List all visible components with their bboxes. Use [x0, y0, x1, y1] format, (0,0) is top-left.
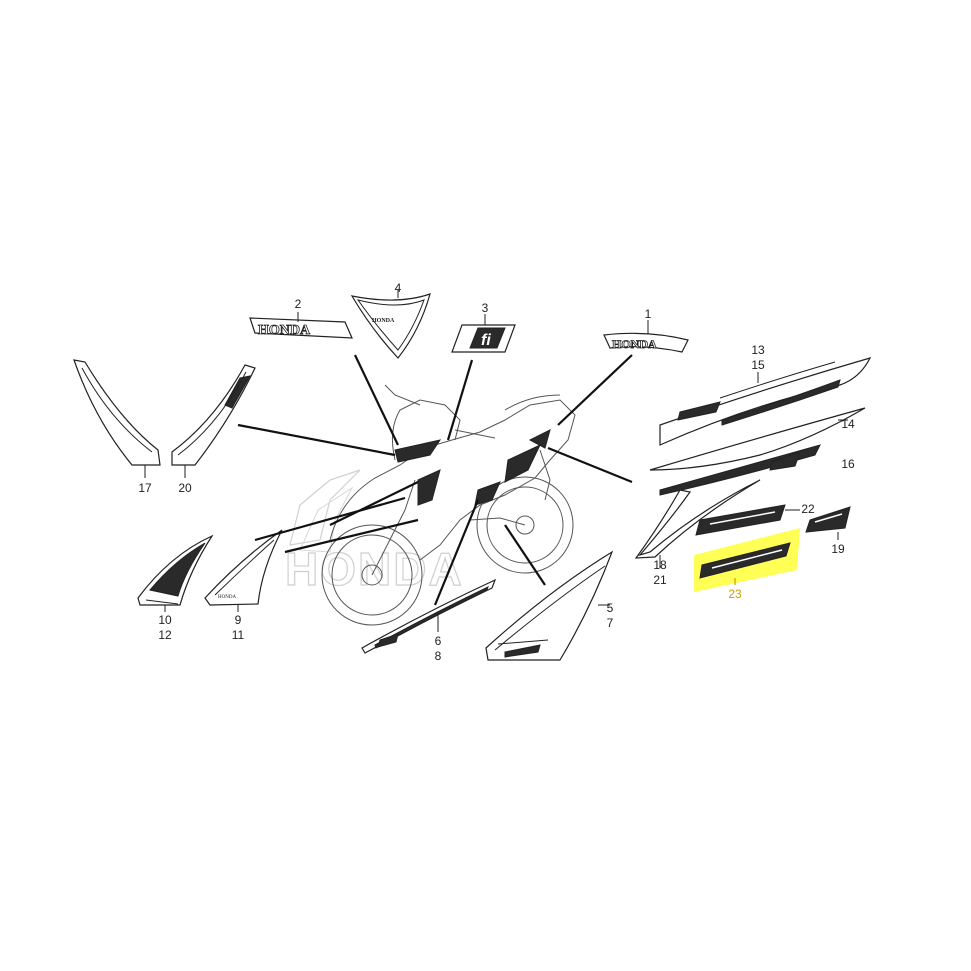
- callout-7[interactable]: 7: [607, 616, 614, 630]
- callout-9[interactable]: 9: [235, 613, 242, 627]
- callout-14[interactable]: 14: [841, 417, 855, 431]
- watermark-text: HONDA: [285, 543, 464, 595]
- side-text-9: HONDA: [218, 595, 236, 600]
- honda-wing-watermark: HONDA: [284, 469, 464, 596]
- callout-11[interactable]: 11: [232, 628, 245, 642]
- callout-10[interactable]: 10: [158, 613, 172, 627]
- callout-20[interactable]: 20: [178, 481, 192, 495]
- part-4-front-shield: HONDA: [350, 293, 431, 359]
- callout-15[interactable]: 15: [751, 358, 765, 372]
- callout-18[interactable]: 18: [653, 558, 667, 572]
- part-3-fi-badge: fi: [451, 324, 516, 353]
- part-1-honda-emblem: HONDA: [603, 332, 689, 353]
- callout-23[interactable]: 23: [728, 587, 742, 601]
- honda-logo-1: HONDA: [612, 337, 657, 351]
- part-23-highlighted[interactable]: [694, 528, 800, 592]
- part-19-decal: [805, 506, 851, 533]
- honda-logo-4: HONDA: [372, 318, 395, 324]
- callout-16[interactable]: 16: [841, 457, 855, 471]
- part-10-panel: [137, 534, 214, 606]
- callout-5[interactable]: 5: [607, 601, 614, 615]
- part-5-panel: [485, 550, 614, 661]
- callout-6[interactable]: 6: [435, 634, 442, 648]
- callout-21[interactable]: 21: [653, 573, 667, 587]
- motorcycle-outline: [321, 384, 576, 626]
- part-22-decal: [695, 504, 786, 536]
- part-18-panel: [634, 479, 761, 559]
- callout-2[interactable]: 2: [295, 297, 302, 311]
- fi-badge-text: fi: [481, 332, 491, 349]
- part-13-stripe: [659, 357, 872, 446]
- honda-logo-2: HONDA: [258, 323, 311, 338]
- leader-lines: [144, 290, 848, 632]
- callout-22[interactable]: 22: [801, 502, 815, 516]
- part-20-panel: [171, 364, 256, 466]
- callout-1[interactable]: 1: [645, 307, 652, 321]
- callout-19[interactable]: 19: [831, 542, 845, 556]
- callout-17[interactable]: 17: [138, 481, 152, 495]
- callout-8[interactable]: 8: [435, 649, 442, 663]
- callout-13[interactable]: 13: [751, 343, 765, 357]
- callout-4[interactable]: 4: [395, 281, 402, 295]
- part-6-stripe: [361, 578, 497, 654]
- part-9-panel: HONDA: [204, 529, 283, 606]
- part-17-panel: [73, 359, 161, 466]
- part-2-honda-emblem: HONDA: [249, 317, 353, 339]
- callout-3[interactable]: 3: [482, 301, 489, 315]
- callout-numbers: 2 4 3 1 13 15 14 16 17 20 22 19 18 21 23…: [138, 281, 855, 663]
- part-14-stripe: [649, 407, 866, 496]
- callout-12[interactable]: 12: [158, 628, 172, 642]
